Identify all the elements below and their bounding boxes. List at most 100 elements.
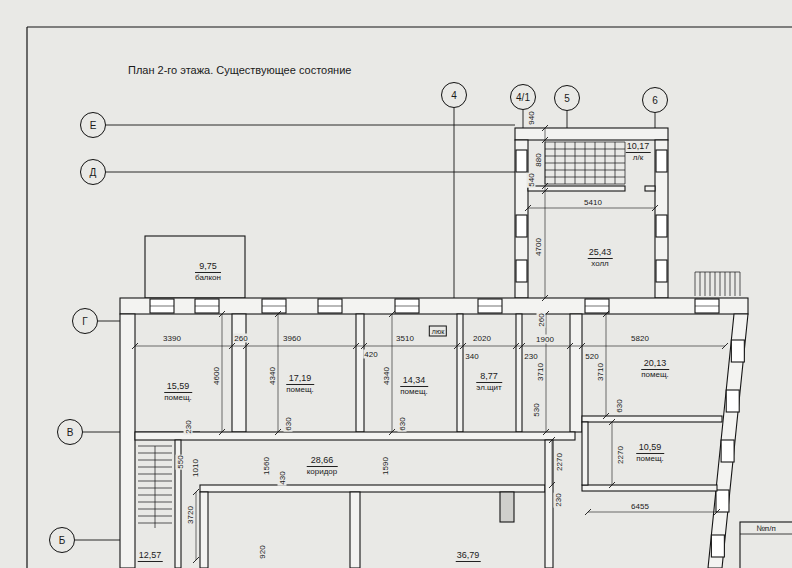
wall	[120, 314, 135, 568]
dimension-tick	[609, 482, 615, 488]
dimension-value: 520	[584, 352, 599, 361]
area-value: 36,79	[456, 550, 481, 562]
dimension-tick	[567, 343, 573, 349]
dimension-value: 6455	[630, 502, 650, 511]
sheet-frame	[27, 26, 792, 27]
dimension-line	[612, 422, 613, 485]
dimension-tick	[652, 205, 658, 211]
wall	[516, 314, 522, 432]
axis-mark: В	[67, 427, 74, 438]
dimension-tick	[229, 343, 235, 349]
dimension-line	[552, 440, 553, 485]
axis-bubble: Б	[49, 527, 75, 553]
axis-line	[454, 108, 455, 298]
axis-mark: 4	[451, 90, 457, 101]
room-area: 17,19помещ.	[283, 372, 317, 396]
axis-line	[567, 111, 568, 128]
axis-bubble: 5	[554, 85, 580, 111]
dimension-tick	[549, 437, 555, 443]
dimension-value: 260	[233, 334, 248, 343]
room-name: л/к	[626, 153, 651, 163]
dimension-line	[606, 314, 607, 416]
dimension-value: 260	[537, 312, 546, 327]
dimension-line	[196, 492, 197, 560]
wall	[582, 422, 588, 485]
dimension-value: 1560	[262, 456, 271, 476]
window	[395, 299, 419, 313]
wall	[570, 314, 582, 432]
dimension-line	[135, 346, 725, 347]
window	[516, 215, 527, 237]
dimension-tick	[389, 311, 395, 317]
dimension-value: 230	[554, 492, 563, 507]
axis-mark: Б	[59, 535, 66, 546]
dimension-tick	[543, 429, 549, 435]
dimension-value: 630	[284, 416, 293, 431]
axis-line	[523, 110, 524, 128]
window-pane	[195, 306, 219, 307]
room-name: балкон	[195, 273, 221, 283]
area-value: 8,77	[476, 371, 502, 383]
window-pane	[695, 306, 719, 307]
dimension-value: 3960	[282, 334, 302, 343]
dimension-value: 920	[258, 544, 267, 559]
stair-step	[545, 163, 625, 164]
area-value: 17,19	[286, 373, 314, 385]
dimension-tick	[542, 183, 548, 189]
room-area: 25,43холл	[585, 246, 616, 270]
external-stair	[695, 272, 740, 273]
axis-bubble: Г	[72, 308, 98, 334]
dimension-value: 550	[176, 454, 185, 469]
window-pane	[478, 306, 502, 307]
dimension-value: 4700	[534, 237, 543, 257]
dimension-tick	[603, 311, 609, 317]
dimension-tick	[219, 429, 225, 435]
dimension-tick	[132, 343, 138, 349]
axis-mark: Г	[82, 316, 87, 327]
stair-step	[545, 149, 625, 150]
external-stair	[725, 272, 726, 296]
dimension-tick	[193, 557, 199, 563]
wall	[350, 492, 360, 568]
dimension-value: 630	[615, 398, 624, 413]
room-name: помещ.	[286, 385, 314, 395]
dimension-tick	[389, 429, 395, 435]
dimension-tick	[549, 482, 555, 488]
axis-mark: 5	[564, 93, 570, 104]
window	[695, 299, 719, 313]
room-area: 8,77эл.щит	[473, 370, 505, 394]
window	[711, 535, 724, 557]
room-area: 20,13помещ.	[638, 357, 672, 381]
dimension-value: 3710	[536, 362, 545, 382]
window	[195, 299, 219, 313]
axis-bubble: Д	[80, 159, 106, 185]
axis-mark: 6	[652, 95, 658, 106]
room-area: 12,57	[135, 549, 166, 563]
window-pane	[318, 306, 342, 307]
axis-bubble: 6	[642, 87, 668, 113]
wall	[135, 432, 575, 440]
axis-bubble: 4/1	[510, 84, 536, 110]
stair-step	[545, 177, 625, 178]
room-area: 15,59помещ.	[161, 380, 195, 404]
external-stair	[730, 272, 731, 296]
dimension-value: 4340	[268, 366, 277, 386]
dimension-value: 430	[278, 470, 287, 485]
dimension-line	[278, 314, 279, 432]
dimension-value: 940	[527, 110, 536, 125]
dimension-value: 630	[398, 416, 407, 431]
dimension-value: 230	[184, 419, 193, 434]
external-stair	[710, 272, 711, 296]
dimension-value: 2020	[472, 334, 492, 343]
external-stair	[715, 272, 716, 296]
window	[726, 390, 739, 412]
dimension-tick	[460, 343, 466, 349]
window	[478, 299, 502, 313]
room-name: помещ.	[400, 387, 428, 397]
dimension-value: 230	[523, 352, 538, 361]
window	[721, 440, 734, 462]
column	[500, 492, 514, 522]
wall	[200, 485, 545, 492]
dimension-line	[588, 512, 717, 513]
dimension-tick	[542, 188, 548, 194]
